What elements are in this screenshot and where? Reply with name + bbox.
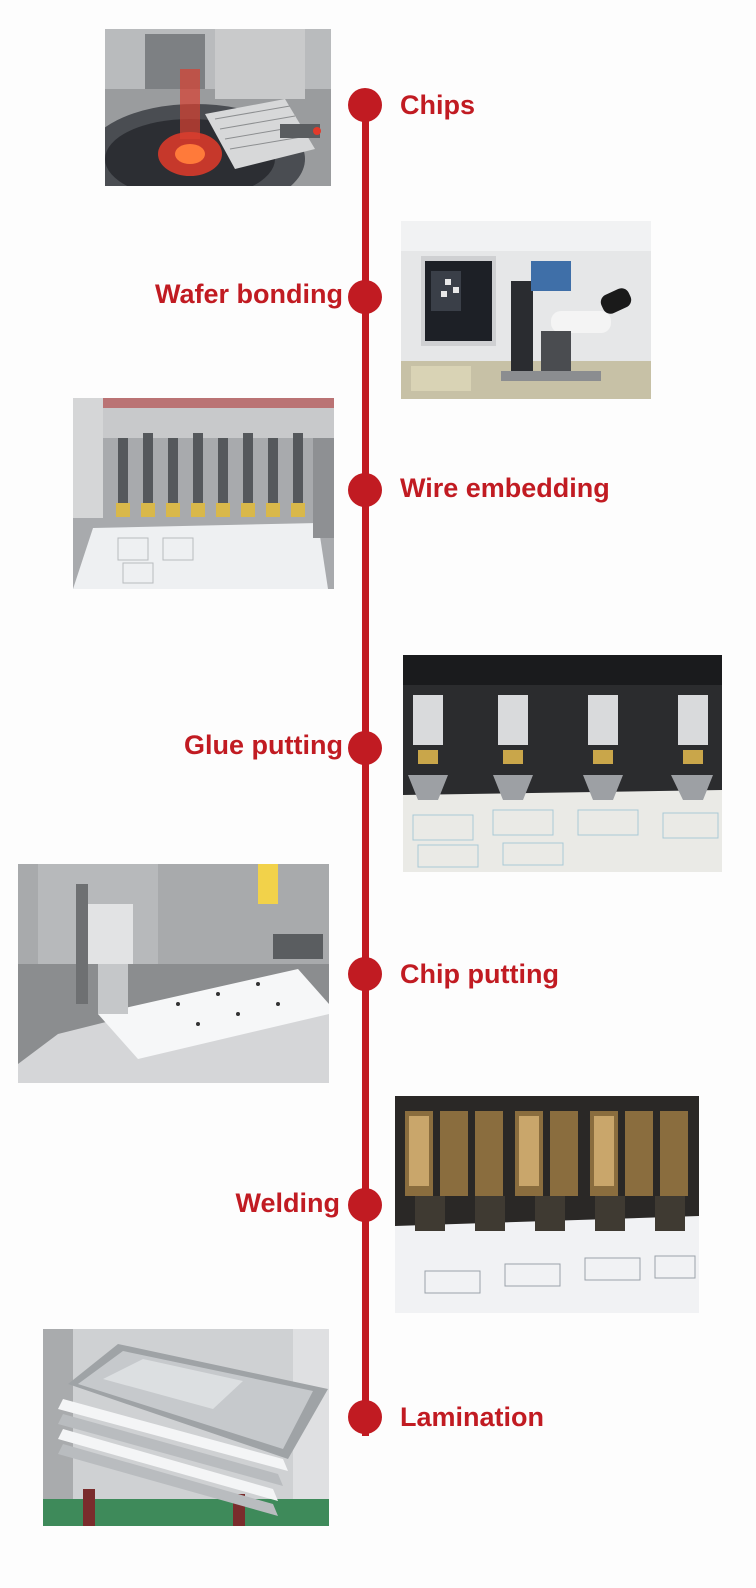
glue-dispensing-heads-photo — [403, 655, 722, 872]
step-label-wafer-bonding: Wafer bonding — [155, 279, 343, 309]
step-label-welding: Welding — [235, 1188, 341, 1218]
step-label-lamination: Lamination — [400, 1402, 545, 1432]
welding-heads-photo — [395, 1096, 699, 1313]
timeline-dot-glue-putting — [348, 731, 382, 765]
wafer-dicing-machine-photo — [105, 29, 331, 186]
step-label-glue-putting: Glue putting — [184, 730, 343, 760]
microscope-bonding-station-photo — [401, 221, 651, 399]
step-label-chips: Chips — [400, 90, 476, 120]
step-label-chip-putting: Chip putting — [400, 959, 559, 989]
chip-placement-machine-photo — [18, 864, 329, 1083]
timeline-dot-wafer-bonding — [348, 280, 382, 314]
timeline-dot-wire-embedding — [348, 473, 382, 507]
timeline-dot-lamination — [348, 1400, 382, 1434]
lamination-plates-photo — [43, 1329, 329, 1526]
wire-embedding-machine-photo — [73, 398, 334, 589]
timeline-dot-chips — [348, 88, 382, 122]
timeline-dot-chip-putting — [348, 957, 382, 991]
step-label-wire-embedding: Wire embedding — [400, 473, 610, 503]
timeline-dot-welding — [348, 1188, 382, 1222]
timeline-line — [362, 100, 369, 1436]
